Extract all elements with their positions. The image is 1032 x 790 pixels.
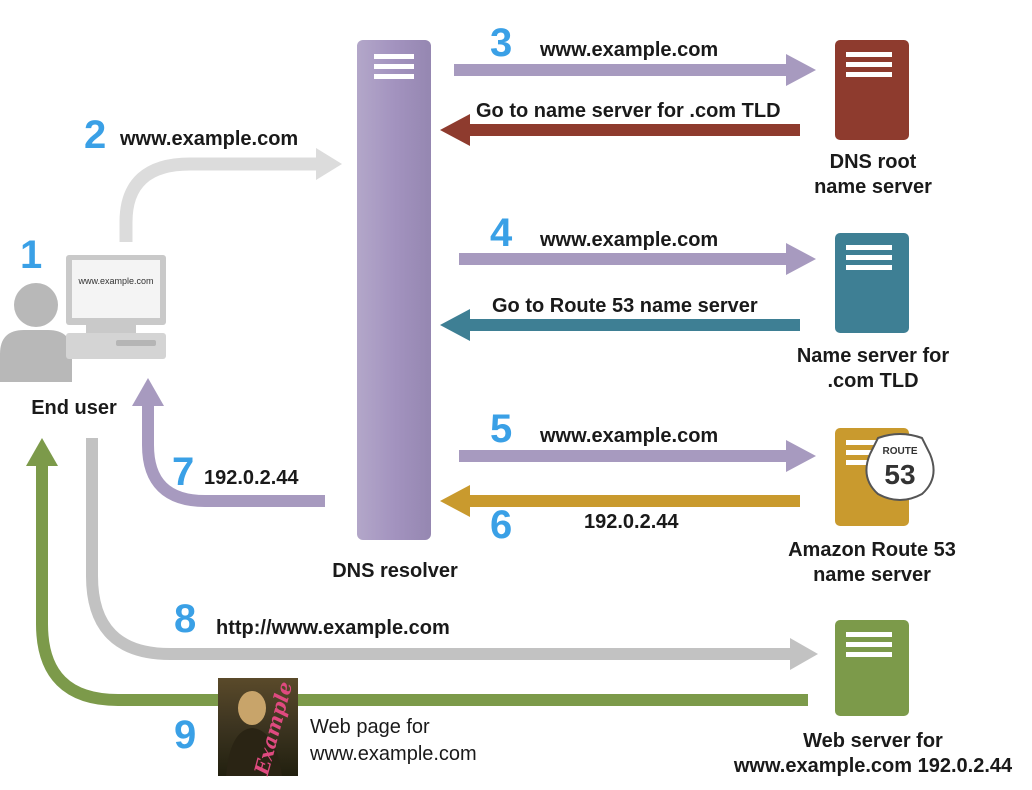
step-6-label: 192.0.2.44: [584, 511, 679, 533]
step-number-8: 8: [174, 597, 196, 641]
step-number-4: 4: [490, 211, 513, 255]
arrow-step-8: [86, 438, 818, 670]
route53-server-label-2: name server: [813, 564, 931, 586]
arrow-step-3-return: [440, 114, 800, 146]
step-9-label-1: Web page for: [310, 716, 430, 738]
root-server-label-1: DNS root: [830, 151, 917, 173]
arrow-step-2: [119, 148, 342, 242]
step-number-6: 6: [490, 503, 512, 547]
tld-server-label-1: Name server for: [797, 345, 950, 367]
step-number-1: 1: [20, 233, 42, 277]
route-badge-text: ROUTE: [883, 446, 918, 457]
arrow-step-7: [132, 378, 325, 507]
web-server-label-1: Web server for: [803, 730, 943, 752]
arrow-step-5: [459, 440, 816, 472]
dns-resolver-label: DNS resolver: [332, 560, 458, 582]
arrow-step-4-return: [440, 309, 800, 341]
step-9-label-2: www.example.com: [309, 743, 477, 765]
route-53-shield-icon: ROUTE 53: [865, 433, 935, 501]
step-number-5: 5: [490, 407, 512, 451]
route53-server-node: ROUTE 53 Amazon Route 53 name server: [788, 428, 956, 586]
step-3-return-label: Go to name server for .com TLD: [476, 100, 781, 122]
arrow-step-4: [459, 243, 816, 275]
web-server-node: Web server for www.example.com 192.0.2.4…: [733, 620, 1013, 777]
dns-root-server-node: DNS root name server: [814, 40, 932, 198]
web-server-label-2: www.example.com 192.0.2.44: [733, 755, 1013, 777]
step-number-3: 3: [490, 21, 512, 65]
screen-url-text: www.example.com: [77, 276, 153, 286]
step-4-label: www.example.com: [539, 229, 718, 251]
arrow-step-3: [454, 54, 816, 86]
end-user-label: End user: [31, 397, 117, 419]
end-user-node: www.example.com End user: [0, 255, 166, 419]
tld-server-node: Name server for .com TLD: [797, 233, 950, 392]
step-4-return-label: Go to Route 53 name server: [492, 295, 758, 317]
tld-server-label-2: .com TLD: [827, 370, 918, 392]
step-7-label: 192.0.2.44: [204, 467, 299, 489]
web-page-thumbnail-icon: Example: [218, 678, 298, 778]
step-2-label: www.example.com: [119, 128, 298, 150]
step-8-label: http://www.example.com: [216, 617, 450, 639]
arrow-step-6: [440, 485, 800, 517]
step-number-7: 7: [172, 450, 194, 494]
route53-server-label-1: Amazon Route 53: [788, 539, 956, 561]
dns-resolver-node: DNS resolver: [332, 40, 458, 582]
root-server-label-2: name server: [814, 176, 932, 198]
arrow-step-9: [26, 438, 808, 706]
step-number-9: 9: [174, 713, 196, 757]
computer-icon: www.example.com: [66, 255, 166, 359]
user-icon: [0, 283, 72, 382]
step-number-2: 2: [84, 113, 106, 157]
step-3-label: www.example.com: [539, 39, 718, 61]
step-5-label: www.example.com: [539, 425, 718, 447]
server-tower-icon: [357, 40, 431, 540]
route-badge-number: 53: [884, 459, 915, 490]
